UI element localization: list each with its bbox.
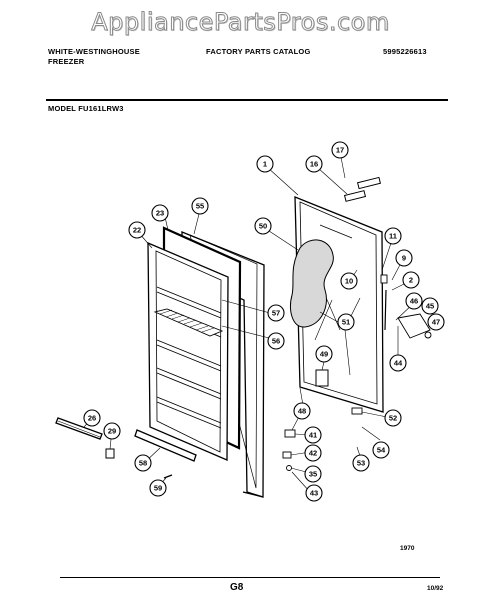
svg-text:47: 47 [432,318,440,327]
callout-23: 23 [151,204,169,222]
callout-10: 10 [340,272,358,290]
callout-42: 42 [304,444,322,462]
svg-text:51: 51 [342,318,350,327]
callout-17: 17 [331,141,349,159]
callout-53: 53 [352,454,370,472]
figure-code: 1970 [400,545,415,552]
bottom-trim [134,429,197,462]
page-number: G8 [230,582,244,593]
doc-number: 5995226613 [383,47,427,56]
callout-35: 35 [304,465,322,483]
svg-text:26: 26 [88,414,96,423]
svg-text:16: 16 [310,160,318,169]
callout-56: 56 [267,332,285,350]
svg-text:42: 42 [309,449,317,458]
callout-52: 52 [384,409,402,427]
callout-1: 1 [256,155,274,173]
callout-41: 41 [304,426,322,444]
callout-47: 47 [427,313,445,331]
svg-text:41: 41 [309,431,317,440]
callout-44: 44 [389,354,407,372]
svg-text:23: 23 [156,209,164,218]
revision-date: 10/92 [427,585,444,592]
callout-50: 50 [254,217,272,235]
svg-text:53: 53 [357,459,365,468]
svg-text:10: 10 [345,277,353,286]
watermark: AppliancePartsPros.com [91,8,390,37]
svg-text:59: 59 [154,484,162,493]
callout-22: 22 [128,221,146,239]
svg-text:50: 50 [259,222,267,231]
callout-16: 16 [305,155,323,173]
callout-58: 58 [134,454,152,472]
callout-59: 59 [149,479,167,497]
svg-text:1: 1 [263,160,267,169]
model-number: MODEL FU161LRW3 [48,104,124,113]
callout-49: 49 [315,345,333,363]
svg-text:2: 2 [409,276,413,285]
door-stop [105,448,115,459]
callout-51: 51 [337,313,355,331]
callout-2: 2 [402,271,420,289]
svg-text:58: 58 [139,459,147,468]
callout-55: 55 [191,197,209,215]
svg-text:54: 54 [377,446,386,455]
insulation-bag [290,239,334,328]
svg-text:17: 17 [336,146,344,155]
callout-43: 43 [305,484,323,502]
svg-text:43: 43 [310,489,318,498]
header-rule [46,99,448,101]
brand-line-2: FREEZER [48,57,85,66]
callout-48: 48 [293,402,311,420]
svg-text:52: 52 [389,414,397,423]
svg-text:35: 35 [309,470,317,479]
base-grille [55,417,103,440]
callout-46: 46 [405,292,423,310]
part-callouts: 1 17 16 23 55 50 11 22 9 2 10 46 45 57 5… [83,141,445,502]
svg-text:9: 9 [402,254,406,263]
svg-text:29: 29 [108,427,116,436]
gasket-strip [343,190,367,202]
svg-text:22: 22 [133,226,141,235]
callout-57: 57 [267,304,285,322]
callout-45: 45 [421,297,439,315]
callout-9: 9 [395,249,413,267]
svg-text:11: 11 [389,232,397,241]
svg-text:45: 45 [426,302,434,311]
callout-54: 54 [372,441,390,459]
control-box [315,369,329,387]
svg-text:56: 56 [272,337,280,346]
brand-line-1: WHITE-WESTINGHOUSE [48,47,140,56]
svg-text:57: 57 [272,309,280,318]
svg-text:44: 44 [394,359,403,368]
svg-text:48: 48 [298,407,306,416]
svg-text:49: 49 [320,350,328,359]
callout-26: 26 [83,409,101,427]
svg-text:55: 55 [196,202,204,211]
callout-29: 29 [103,422,121,440]
catalog-title: FACTORY PARTS CATALOG [206,47,311,56]
inner-door-liner [147,242,229,461]
svg-text:46: 46 [410,297,418,306]
footer-rule [60,577,440,579]
callout-11: 11 [384,227,402,245]
